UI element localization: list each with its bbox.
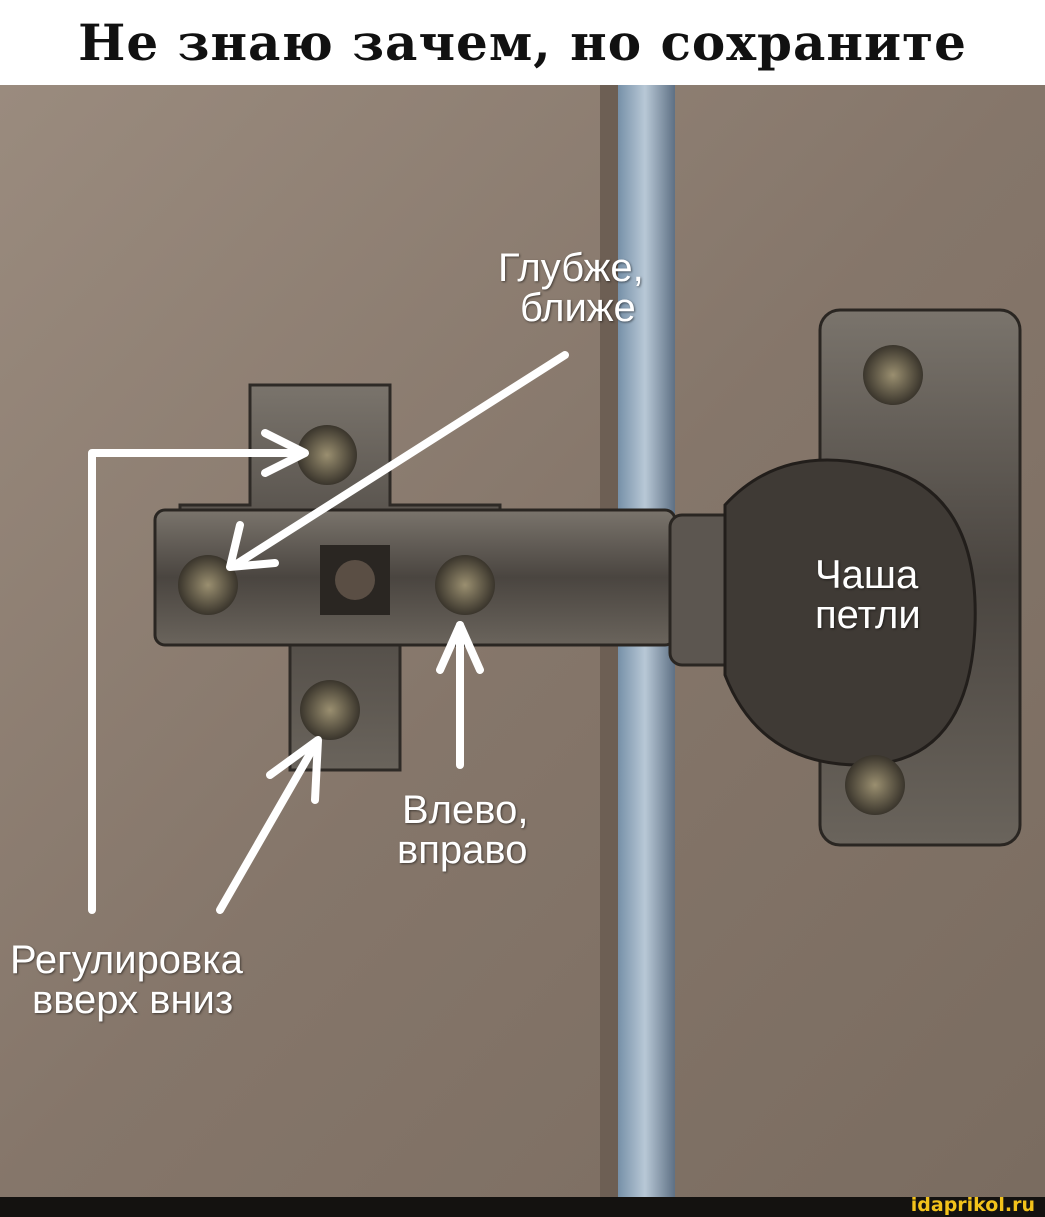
watermark: idaprikol.ru	[910, 1194, 1035, 1216]
label-line: Глубже,	[498, 246, 644, 290]
label-left-right: Влево,вправо	[397, 788, 529, 870]
label-line: петли	[815, 593, 921, 637]
label-line: ближе	[520, 286, 636, 330]
hinge-photo	[0, 85, 1045, 1197]
meme-title: Не знаю зачем, но сохраните	[78, 13, 967, 72]
label-depth: Глубже,ближе	[498, 248, 644, 328]
screws	[178, 345, 923, 815]
label-line: Регулировка	[10, 938, 243, 982]
label-line: Чаша	[815, 553, 919, 597]
footer-bar: idaprikol.ru	[0, 1194, 1045, 1217]
arrows	[88, 351, 569, 914]
label-line: вправо	[397, 828, 528, 872]
hinge-cup	[723, 458, 977, 767]
label-line: Влево,	[402, 788, 529, 832]
label-line: вверх вниз	[32, 978, 234, 1022]
